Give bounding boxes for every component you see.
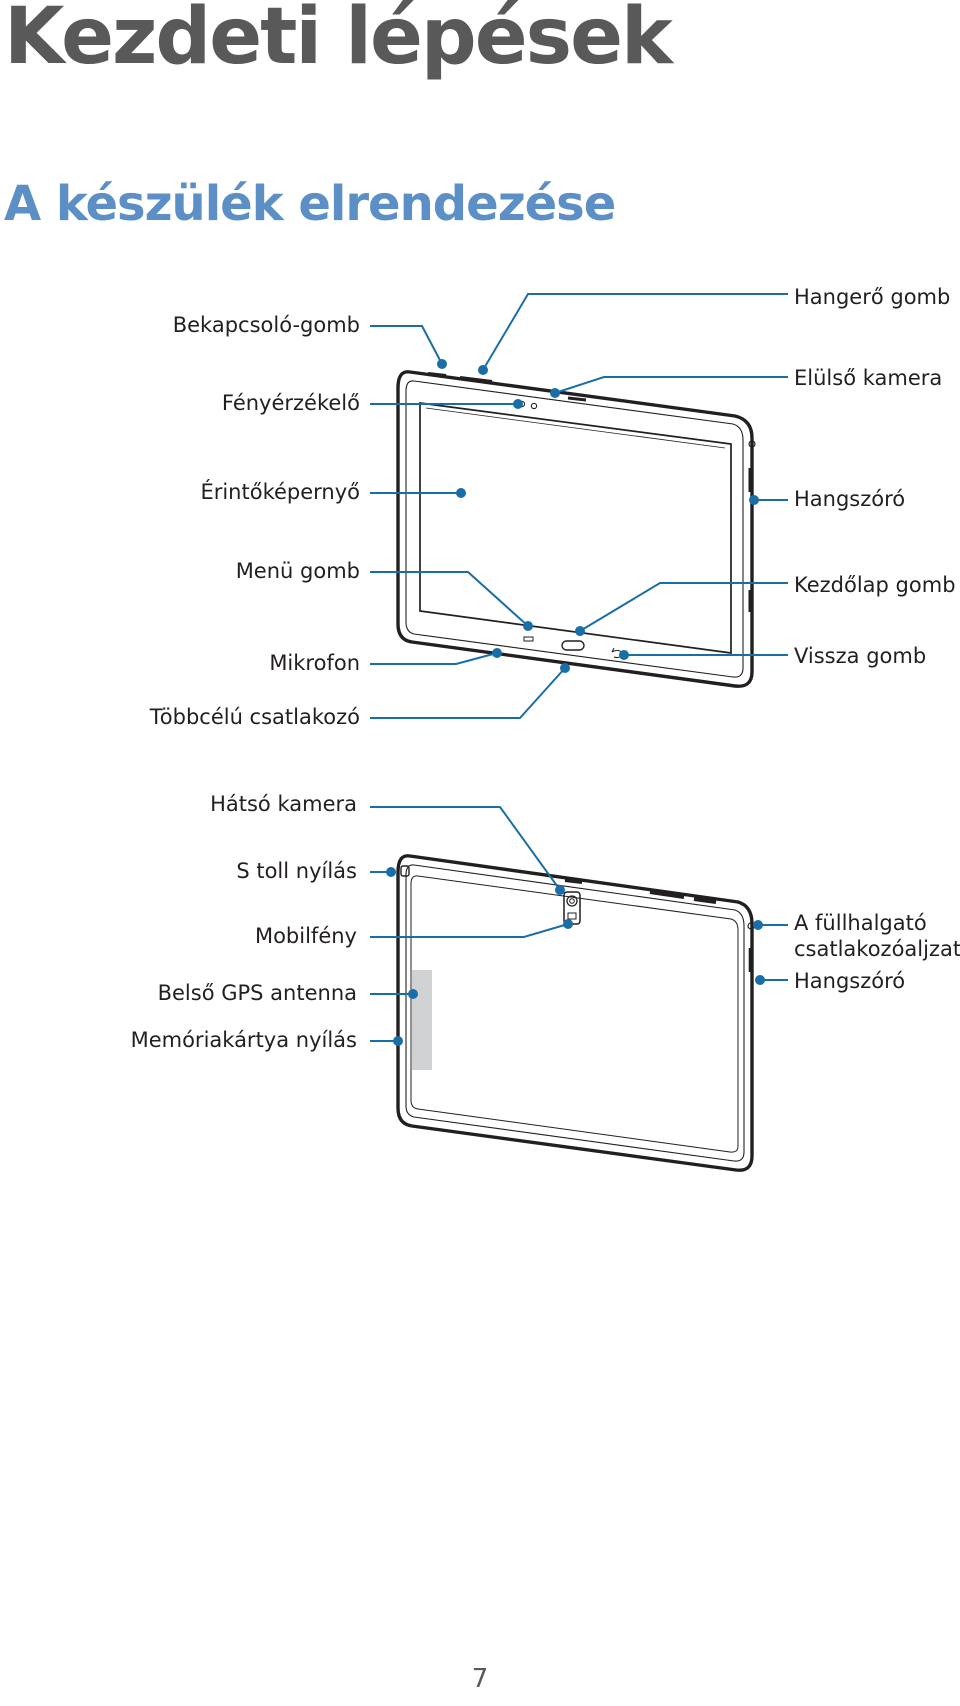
label-memory-card-slot: Memóriakártya nyílás (130, 1028, 357, 1052)
page-number: 7 (471, 1664, 489, 1694)
label-rear-camera: Hátsó kamera (210, 792, 357, 816)
callout-line-flash (370, 923, 569, 938)
label-multipurpose-jack: Többcélú csatlakozó (149, 705, 360, 729)
callout-line-multipurpose (370, 667, 566, 719)
label-gps-antenna: Belső GPS antenna (157, 981, 357, 1005)
label-headset-jack-line2: csatlakozóaljzata (794, 937, 960, 961)
front-callouts (370, 293, 788, 719)
callout-line-power (370, 325, 443, 365)
tablet-front-illustration (396, 370, 756, 688)
page-title: Kezdeti lépések (4, 0, 673, 82)
tablet-back-illustration (396, 854, 755, 1172)
back-callout-dots (386, 867, 765, 1046)
front-callout-dots (437, 359, 759, 673)
label-back-button: Vissza gomb (794, 644, 927, 668)
label-microphone: Mikrofon (269, 651, 360, 675)
label-speaker-back: Hangszóró (794, 969, 906, 993)
label-power-button: Bekapcsoló-gomb (172, 313, 360, 337)
callout-line-front-camera (554, 376, 788, 394)
label-headset-jack-line1: A füllhalgató (794, 911, 927, 935)
callout-line-menu (370, 571, 529, 627)
callout-line-home (579, 582, 788, 632)
callout-line-microphone (370, 652, 498, 665)
label-menu-button: Menü gomb (235, 559, 360, 583)
label-volume-button: Hangerő gomb (794, 285, 951, 309)
label-speaker-front: Hangszóró (794, 487, 906, 511)
gps-antenna-area (412, 970, 432, 1070)
label-front-camera: Elülső kamera (794, 366, 943, 390)
label-flash: Mobilfény (254, 924, 357, 948)
callout-line-volume (482, 293, 788, 371)
label-s-pen-slot: S toll nyílás (236, 859, 357, 883)
label-touchscreen: Érintőképernyő (200, 480, 360, 504)
section-title: A készülék elrendezése (4, 176, 616, 232)
label-light-sensor: Fényérzékelő (221, 391, 360, 415)
callout-line-rear-camera (370, 806, 561, 891)
label-home-button: Kezdőlap gomb (794, 573, 956, 597)
